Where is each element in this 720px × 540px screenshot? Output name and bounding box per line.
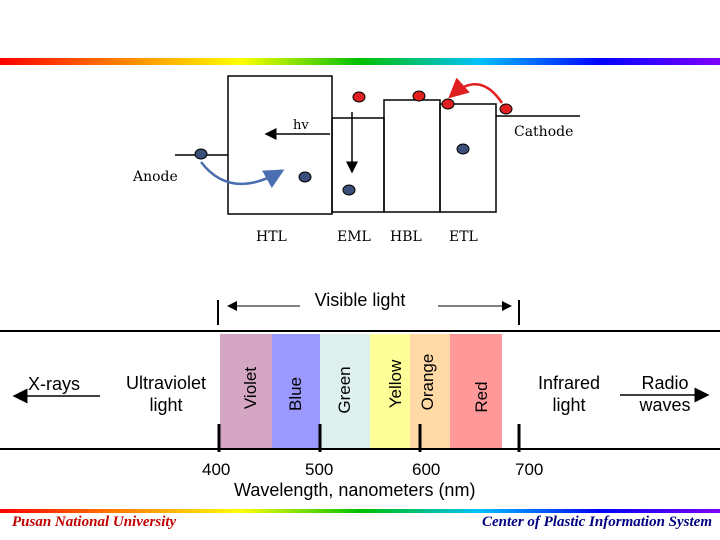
hole-injection-arrow	[200, 161, 285, 189]
hole-dot	[194, 148, 208, 160]
anode-label: Anode	[133, 169, 178, 185]
footer-left: Pusan National University	[12, 514, 177, 530]
infrared-label: Infrared light	[537, 373, 601, 415]
tick-400: 400	[202, 460, 231, 479]
cathode-label: Cathode	[514, 124, 574, 140]
hbl-layer	[383, 99, 441, 213]
htl-label: HTL	[256, 229, 287, 245]
eml-label: EML	[337, 229, 371, 245]
band-red	[450, 334, 502, 449]
hole-dot	[456, 143, 470, 155]
xrays-label: X-rays	[28, 374, 81, 394]
radio-waves-label: Radio waves	[639, 373, 691, 415]
electron-injection-arrow	[448, 77, 504, 104]
electron-dot	[352, 91, 366, 103]
electron-dot	[412, 90, 426, 102]
hole-dot	[342, 184, 356, 196]
axis-label: Wavelength, nanometers (nm)	[234, 480, 476, 500]
band-orange	[410, 334, 450, 449]
eml-layer	[331, 117, 385, 213]
etl-label: ETL	[449, 229, 478, 245]
band-violet	[220, 334, 272, 449]
electron-dot	[499, 103, 513, 115]
band-yellow	[370, 334, 410, 449]
hbl-label: HBL	[390, 229, 422, 245]
tick-600: 600	[412, 460, 441, 479]
ultraviolet-label: Ultraviolet light	[125, 373, 207, 415]
band-blue	[272, 334, 320, 449]
etl-layer	[439, 103, 497, 213]
tick-500: 500	[305, 460, 334, 479]
htl-layer	[227, 75, 333, 215]
rainbow-divider-bottom	[0, 509, 720, 513]
tick-700: 700	[515, 460, 544, 479]
footer-right: Center of Plastic Information System	[481, 514, 712, 530]
electron-dot	[441, 98, 455, 110]
visible-light-label: Visible light	[314, 290, 406, 310]
oled-energy-diagram	[175, 75, 580, 215]
photon-label: hv	[293, 118, 309, 133]
rainbow-divider-top	[0, 58, 720, 65]
spectrum-axes	[0, 300, 720, 452]
band-green	[320, 334, 370, 449]
hole-dot	[298, 171, 312, 183]
